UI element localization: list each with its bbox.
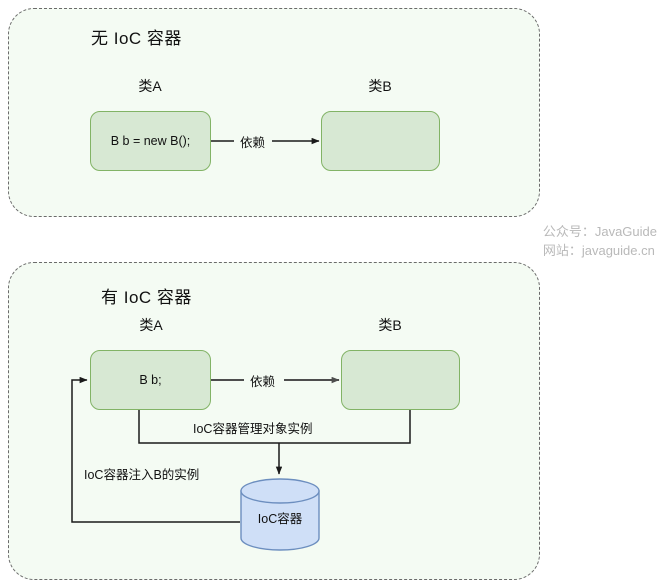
watermark-line-2: 网站：javaguide.cn (542, 243, 655, 258)
watermark-line-1: 公众号：JavaGuide (542, 224, 657, 239)
watermark: 公众号：JavaGuide 网站：javaguide.cn (543, 222, 657, 260)
panel-with-ioc-title: 有 IoC 容器 (101, 288, 192, 307)
dependency-edge-label-bottom: 依赖 (250, 375, 276, 389)
cylinder-body (240, 490, 320, 551)
class-a-box-top: B b = new B(); (90, 111, 211, 171)
panel-no-ioc-container (8, 8, 540, 217)
ioc-container-label: IoC容器 (257, 512, 303, 526)
cylinder-top-ellipse (240, 478, 320, 504)
container-manages-instance-label: IoC容器管理对象实例 (193, 422, 313, 436)
class-b-caption-top: 类B (368, 78, 392, 94)
class-a-caption-bottom: 类A (139, 317, 163, 333)
class-b-box-bottom (341, 350, 460, 410)
class-b-caption-bottom: 类B (378, 317, 402, 333)
class-a-caption-top: 类A (138, 78, 162, 94)
container-injects-instance-label: IoC容器注入B的实例 (84, 468, 200, 482)
dependency-edge-label-top: 依赖 (240, 136, 266, 150)
panel-no-ioc-title: 无 IoC 容器 (91, 29, 182, 48)
ioc-container-cylinder (240, 478, 320, 551)
class-a-box-bottom: B b; (90, 350, 211, 410)
class-b-box-top (321, 111, 440, 171)
